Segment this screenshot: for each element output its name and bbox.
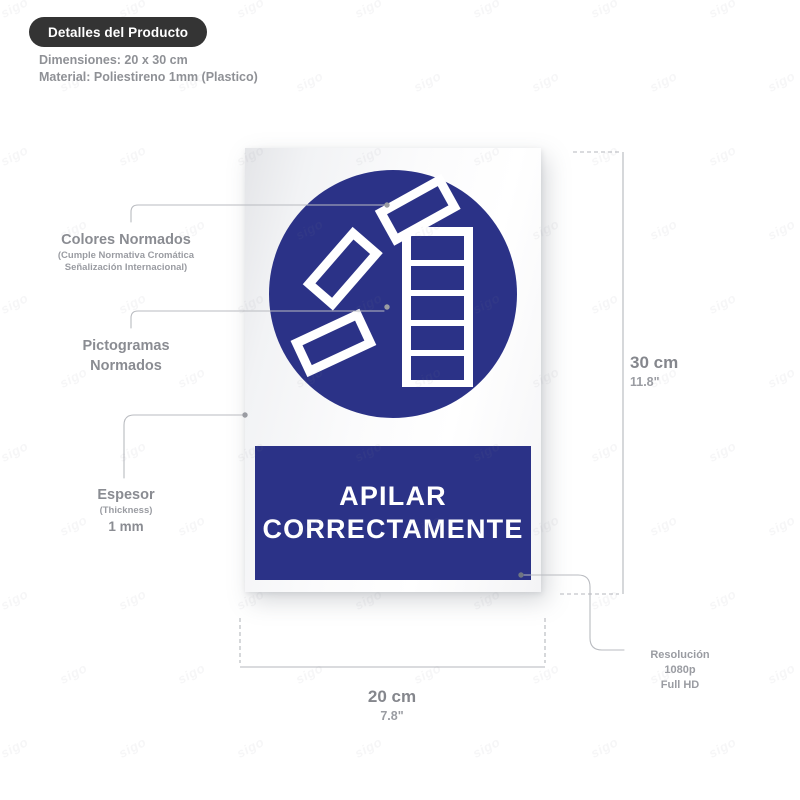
watermark-text: sigo (765, 68, 798, 95)
watermark-text: sigo (116, 586, 149, 613)
annotation-colores-sub-2: Señalización Internacional) (64, 262, 188, 273)
pictogram-area (245, 148, 541, 443)
detail-dimensions: Dimensiones: 20 x 30 cm (39, 53, 188, 67)
watermark-text: sigo (647, 512, 680, 539)
watermark-text: sigo (116, 142, 149, 169)
dimension-height-imperial: 11.8" (630, 375, 660, 389)
watermark-text: sigo (116, 734, 149, 761)
watermark-text: sigo (588, 734, 621, 761)
annotation-resolucion-line-3: Full HD (660, 679, 700, 691)
banner-line-1: APILAR (339, 481, 447, 511)
sign-face: APILAR CORRECTAMENTE (245, 148, 541, 592)
watermark-text: sigo (588, 0, 621, 21)
dimension-width-metric: 20 cm (367, 687, 417, 706)
annotation-espesor-value: 1 mm (108, 519, 144, 534)
product-details-badge-label: Detalles del Producto (48, 24, 189, 40)
watermark-text: sigo (706, 438, 739, 465)
sign-product-image: APILAR CORRECTAMENTE (245, 148, 541, 592)
annotation-colores-normados: Colores Normados (Cumple Normativa Cromá… (17, 230, 235, 274)
watermark-text: sigo (706, 586, 739, 613)
banner-line-2: CORRECTAMENTE (262, 514, 524, 544)
annotation-pictogramas-normados: Pictogramas Normados (17, 336, 235, 376)
watermark-text: sigo (706, 734, 739, 761)
watermark-text: sigo (529, 68, 562, 95)
annotation-espesor: Espesor (Thickness) 1 mm (17, 485, 235, 536)
watermark-text: sigo (0, 586, 31, 613)
watermark-text: sigo (0, 142, 31, 169)
dimension-label-height: 30 cm 11.8" (630, 352, 750, 391)
watermark-text: sigo (529, 660, 562, 687)
stack-boxes-correctly-pictogram (290, 173, 473, 387)
product-details-badge: Detalles del Producto (29, 17, 208, 47)
watermark-text: sigo (765, 364, 798, 391)
watermark-text: sigo (352, 734, 385, 761)
watermark-text: sigo (293, 68, 326, 95)
dimension-width-imperial: 7.8" (380, 709, 404, 723)
watermark-text: sigo (0, 0, 31, 21)
annotation-resolucion-line-1: Resolución (650, 649, 710, 661)
watermark-text: sigo (706, 290, 739, 317)
watermark-text: sigo (0, 290, 31, 317)
annotation-pictogramas-line-1: Pictogramas (82, 338, 170, 354)
watermark-text: sigo (765, 216, 798, 243)
annotation-pictogramas-line-2: Normados (90, 358, 162, 374)
watermark-text: sigo (411, 660, 444, 687)
watermark-text: sigo (352, 0, 385, 21)
watermark-text: sigo (293, 660, 326, 687)
dimension-label-width: 20 cm 7.8" (332, 686, 452, 725)
annotation-espesor-title: Espesor (97, 487, 155, 503)
watermark-text: sigo (647, 68, 680, 95)
watermark-text: sigo (0, 438, 31, 465)
watermark-text: sigo (647, 216, 680, 243)
dimension-height-metric: 30 cm (630, 353, 679, 372)
watermark-text: sigo (588, 290, 621, 317)
annotation-espesor-sub: (Thickness) (99, 505, 153, 516)
watermark-text: sigo (57, 660, 90, 687)
watermark-text: sigo (411, 68, 444, 95)
watermark-text: sigo (116, 438, 149, 465)
annotation-colores-title: Colores Normados (61, 232, 191, 248)
watermark-text: sigo (175, 660, 208, 687)
watermark-text: sigo (234, 734, 267, 761)
watermark-text: sigo (116, 290, 149, 317)
watermark-text: sigo (470, 734, 503, 761)
annotation-resolucion-line-2: 1080p (664, 664, 696, 676)
watermark-text: sigo (706, 142, 739, 169)
watermark-text: sigo (765, 512, 798, 539)
product-details-list: Dimensiones: 20 x 30 cm Material: Polies… (39, 52, 258, 86)
detail-material: Material: Poliestireno 1mm (Plastico) (39, 70, 258, 84)
watermark-text: sigo (588, 586, 621, 613)
watermark-text: sigo (234, 0, 267, 21)
watermark-text: sigo (765, 660, 798, 687)
watermark-text: sigo (0, 734, 31, 761)
watermark-text: sigo (470, 0, 503, 21)
watermark-text: sigo (588, 438, 621, 465)
watermark-text: sigo (588, 142, 621, 169)
watermark-text: sigo (706, 0, 739, 21)
sign-text-banner: APILAR CORRECTAMENTE (255, 446, 531, 580)
annotation-resolucion: Resolución 1080p Full HD (628, 648, 732, 693)
annotation-colores-sub-1: (Cumple Normativa Cromática (57, 250, 195, 261)
